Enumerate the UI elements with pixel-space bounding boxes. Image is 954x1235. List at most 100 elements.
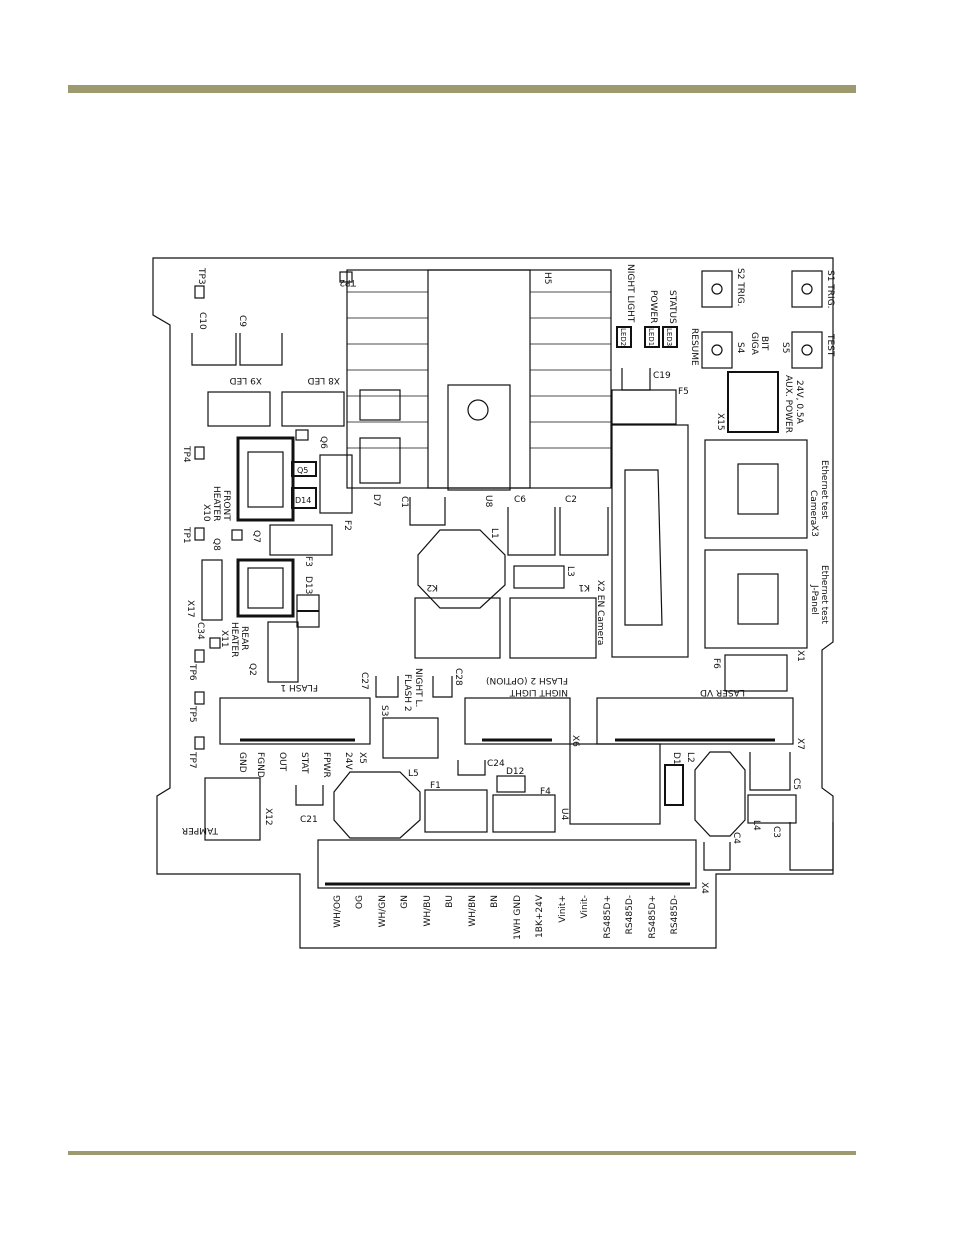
label-q8: Q8 (211, 538, 221, 551)
label-q7: Q7 (251, 530, 261, 543)
label-c19: C19 (653, 371, 671, 381)
label-c21: C21 (300, 815, 318, 825)
rj45-jpanel (704, 549, 808, 649)
label-l3: L3 (565, 566, 575, 577)
label-rear: REAR (239, 626, 249, 650)
label-flash1: FLASH 1 (280, 682, 318, 692)
label-c3: C3 (771, 826, 781, 838)
main-connector-x4 (317, 839, 697, 889)
tp3 (194, 285, 205, 299)
label-tp6: TP6 (187, 663, 197, 681)
label-x11: X11 (219, 630, 229, 648)
label-l2: L2 (685, 752, 695, 763)
label-c34: C34 (195, 622, 205, 640)
label-x3: X3 (809, 525, 819, 537)
label-fgnd: FGND (255, 752, 265, 778)
label-stat: STAT (299, 752, 309, 774)
label-c5: C5 (791, 778, 801, 790)
tp1 (194, 527, 205, 541)
label-aux1: AUX. POWER (783, 375, 793, 433)
label-x12: X12 (263, 808, 273, 826)
tp6 (194, 649, 205, 663)
label-tp4: TP4 (181, 445, 191, 463)
label-f3: F3 (303, 556, 313, 567)
label-flash2: FLASH 2 (402, 674, 412, 712)
label-night-light: NIGHT LIGHT (625, 264, 635, 323)
wire-label: GN (400, 895, 410, 909)
label-x17: X17 (185, 600, 195, 618)
label-f1: F1 (430, 781, 441, 791)
label-k1: K1 (578, 582, 590, 592)
label-c27: C27 (359, 672, 369, 690)
label-f4: F4 (540, 787, 551, 797)
tp7 (194, 736, 205, 750)
wire-label: Vinit+ (558, 895, 568, 923)
label-q2: Q2 (247, 663, 257, 676)
switch-s2 (701, 270, 733, 308)
label-c2: C2 (565, 495, 577, 505)
label-x4: X4 (699, 882, 709, 894)
wire-label: BN (490, 895, 500, 908)
relay-k1 (509, 597, 597, 659)
label-s2: S2 TRIG. (735, 268, 745, 307)
label-l4: L4 (751, 820, 761, 831)
wire-label: 1BK+24V (535, 894, 545, 938)
label-x9: X9 LED (230, 375, 262, 385)
wire-label: RS485D- (670, 895, 680, 934)
ic-u4 (569, 743, 661, 825)
board-outline (152, 257, 834, 949)
label-front: FRONT (221, 490, 231, 521)
label-d13: D13 (303, 576, 313, 594)
wire-label: Vinit- (580, 895, 590, 918)
label-q5: Q5 (297, 466, 308, 475)
label-night-l: NIGHT L. (413, 668, 423, 707)
label-x10: X10 (201, 504, 211, 522)
label-x7: X7 (795, 738, 805, 750)
label-f2: F2 (342, 520, 352, 531)
wire-label: BU (445, 895, 455, 908)
label-x1: X1 (795, 650, 805, 662)
wire-label: WH/OG (333, 895, 343, 928)
label-u8: U8 (483, 495, 493, 508)
wire-label: OG (355, 895, 365, 909)
label-l1: L1 (489, 528, 499, 539)
label-laser: LASER VD (700, 687, 745, 697)
switch-s1 (791, 270, 823, 308)
heatsink-h5 (346, 269, 612, 489)
label-flash2-option: FLASH 2 (OPTION) (486, 675, 568, 685)
label-led2: LED2 (619, 328, 627, 346)
label-tamper: TAMPER (182, 825, 219, 835)
label-c28: C28 (453, 668, 463, 686)
rj45-camera (704, 439, 808, 539)
label-night-light-2: NIGHT LIGHT (509, 687, 568, 697)
wire-label: WH/BN (468, 895, 478, 927)
label-d12: D12 (506, 767, 524, 777)
label-cam1: Camera (808, 490, 818, 525)
label-x2: X2 EN Camera (595, 580, 605, 645)
label-tp7: TP7 (187, 751, 197, 769)
wire-label: WH/GN (378, 895, 388, 927)
label-tp5: TP5 (187, 705, 197, 723)
label-c6: C6 (514, 495, 526, 505)
wire-label: 1WH GND (513, 895, 523, 940)
label-resume: RESUME (689, 328, 699, 366)
label-bit: BIT (759, 336, 769, 351)
label-giga: GIGA (749, 332, 759, 356)
label-h5: H5 (542, 272, 552, 285)
switch-s5 (791, 331, 823, 369)
label-heater-rear: HEATER (229, 622, 239, 657)
relay-k2 (414, 597, 501, 659)
tp5 (194, 691, 205, 705)
label-s5: S5 (780, 342, 790, 353)
label-d7: D7 (371, 494, 381, 507)
label-k2: K2 (426, 582, 438, 592)
label-c10: C10 (197, 312, 207, 330)
label-out: OUT (277, 752, 287, 772)
footer-rule (68, 1151, 856, 1155)
label-x5: X5 (357, 752, 367, 764)
camera-connector-x2 (611, 424, 689, 658)
label-tp2: TP2 (339, 277, 357, 287)
label-led1: LED1 (647, 328, 655, 346)
transistor-u8 (447, 384, 511, 491)
